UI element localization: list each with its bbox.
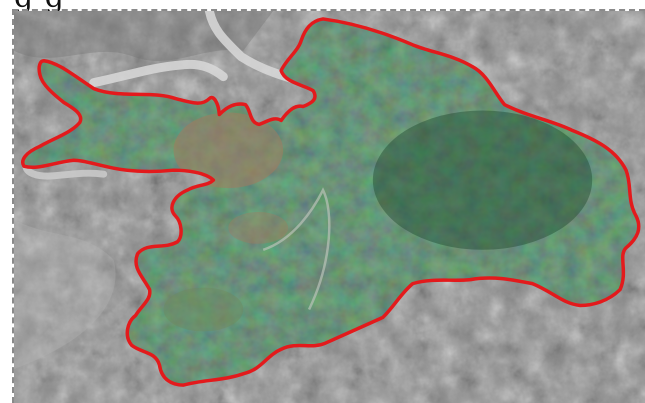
inner-stream — [262, 187, 331, 311]
lower-left-valley — [14, 219, 116, 370]
cleared-land-patch-2 — [228, 211, 289, 244]
mixed-vegetation-patch — [163, 287, 244, 332]
satellite-map — [14, 11, 645, 403]
cleared-land-patch — [173, 112, 284, 189]
upper-ridge — [14, 11, 274, 61]
map-frame — [12, 9, 645, 403]
dense-forest-patch — [372, 110, 593, 250]
